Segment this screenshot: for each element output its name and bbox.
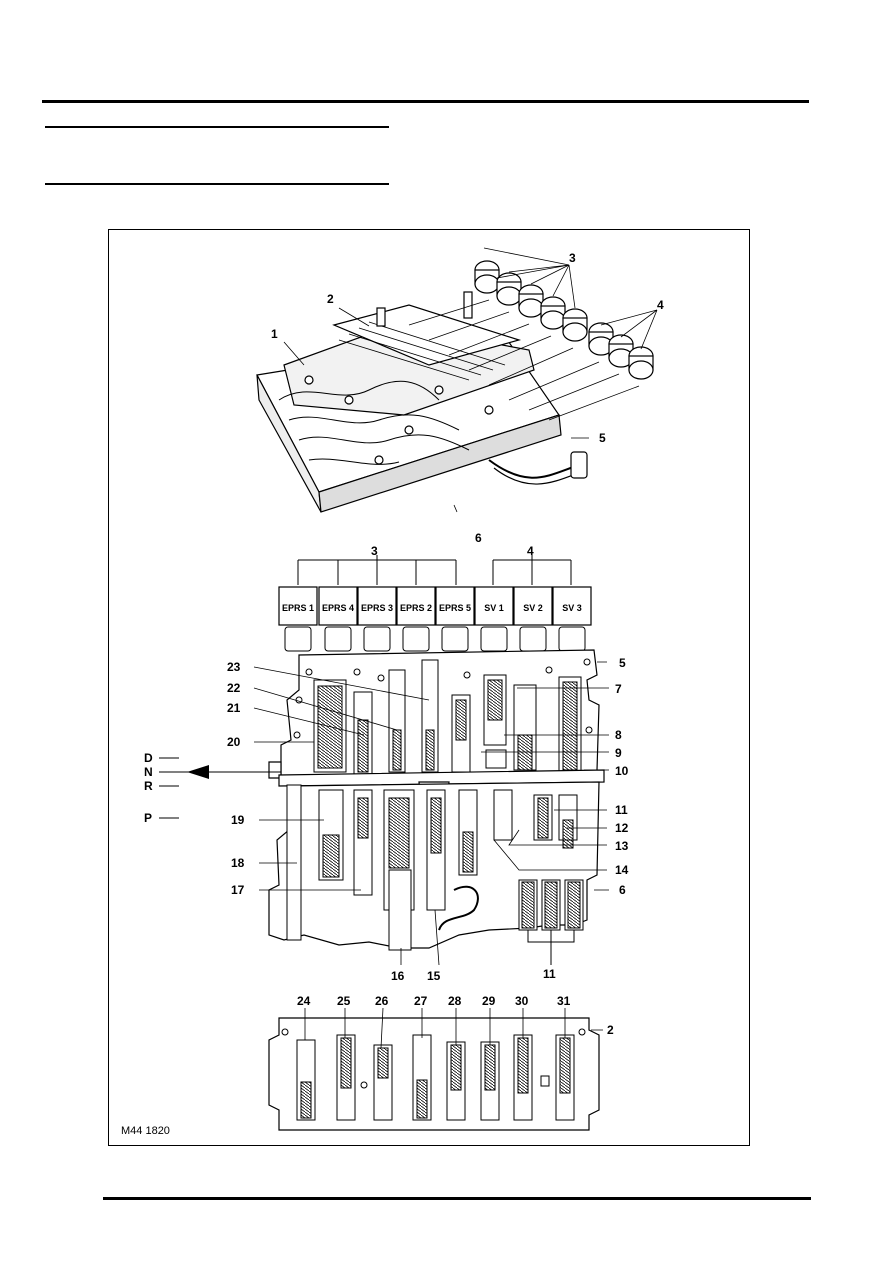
callout-24: 24 [297, 994, 311, 1008]
callout-2b: 2 [607, 1023, 614, 1037]
upper-plate-holes [293, 658, 593, 739]
label-eprs-3: EPRS 3 [361, 603, 393, 613]
callout-26: 26 [375, 994, 389, 1008]
upper-valve-bores [313, 659, 582, 775]
exploded-solenoids [474, 260, 654, 380]
gear-D: D [144, 751, 153, 765]
callout-6b: 6 [619, 883, 626, 897]
label-eprs-5: EPRS 5 [439, 603, 471, 613]
middle-callouts-right: 5 7 8 9 10 11 12 13 14 6 [615, 656, 629, 897]
solenoid-sv-2 [513, 586, 553, 626]
callout-2: 2 [327, 292, 334, 306]
bottom-valve-plate [268, 1017, 600, 1131]
footer-rule [103, 1197, 811, 1200]
top-callouts: 1 2 3 4 5 6 [271, 251, 664, 545]
figure-reference: M44 1820 [121, 1125, 170, 1137]
callout-15: 15 [427, 969, 441, 983]
callout-13: 13 [615, 839, 629, 853]
callout-4: 4 [657, 298, 664, 312]
callout-29: 29 [482, 994, 496, 1008]
callout-28: 28 [448, 994, 462, 1008]
callout-eprs-group: 3 [371, 544, 378, 558]
callout-6: 6 [475, 531, 482, 545]
label-eprs-2: EPRS 2 [400, 603, 432, 613]
label-eprs-1: EPRS 1 [282, 603, 314, 613]
gear-selector: D N R P [144, 751, 281, 825]
callout-20: 20 [227, 735, 241, 749]
lower-channel-curve [438, 885, 479, 931]
callout-17: 17 [231, 883, 245, 897]
bottom-callouts: 24 25 26 27 28 29 30 31 2 [297, 994, 614, 1037]
label-sv-2: SV 2 [523, 603, 543, 613]
callout-9: 9 [615, 746, 622, 760]
gear-N: N [144, 765, 153, 779]
gear-R: R [144, 779, 153, 793]
label-sv-1: SV 1 [484, 603, 504, 613]
solenoid-labels: EPRS 1 EPRS 4 EPRS 3 EPRS 2 EPRS 5 SV 1 … [282, 603, 582, 613]
callout-27: 27 [414, 994, 428, 1008]
header-rule-short-bottom [45, 183, 389, 185]
solenoid-eprs-3 [357, 586, 397, 626]
solenoid-brackets [297, 555, 572, 585]
solenoid-eprs-2 [396, 586, 436, 626]
isometric-valve-body [256, 291, 588, 513]
valve-body-figure: 1 2 3 4 5 6 3 4 [108, 229, 750, 1146]
callout-16: 16 [391, 969, 405, 983]
callout-25: 25 [337, 994, 351, 1008]
header-rule-full [42, 100, 809, 103]
callout-3: 3 [569, 251, 576, 265]
callout-19: 19 [231, 813, 245, 827]
callout-21: 21 [227, 701, 241, 715]
callout-8: 8 [615, 728, 622, 742]
valve-body-drawing: 1 2 3 4 5 6 3 4 [144, 247, 664, 1131]
solenoid-row [278, 586, 592, 652]
callout-23: 23 [227, 660, 241, 674]
solenoid-sv-1 [474, 586, 514, 626]
top-leader-lines [283, 247, 658, 513]
callout-7: 7 [615, 682, 622, 696]
header-rule-short-top [45, 126, 389, 128]
callout-5b: 5 [619, 656, 626, 670]
label-eprs-4: EPRS 4 [322, 603, 354, 613]
solenoid-eprs-5 [435, 586, 475, 626]
callout-sv-group: 4 [527, 544, 534, 558]
solenoid-eprs-1 [278, 586, 318, 626]
solenoid-sv-3 [552, 586, 592, 626]
middle-callouts-bottom: 16 15 11 [391, 967, 556, 983]
callout-18: 18 [231, 856, 245, 870]
gear-P: P [144, 811, 152, 825]
lower-spring-trio [518, 879, 584, 965]
callout-22: 22 [227, 681, 241, 695]
middle-leader-lines [253, 661, 609, 966]
callout-30: 30 [515, 994, 529, 1008]
callout-1: 1 [271, 327, 278, 341]
callout-12: 12 [615, 821, 629, 835]
middle-callouts-left: 23 22 21 20 19 18 17 [227, 660, 245, 897]
callout-10: 10 [615, 764, 629, 778]
callout-31: 31 [557, 994, 571, 1008]
lower-valve-bores [286, 784, 578, 951]
callout-5: 5 [599, 431, 606, 445]
callout-14: 14 [615, 863, 629, 877]
bottom-leader-lines [304, 1007, 603, 1049]
callout-11: 11 [615, 803, 628, 817]
solenoid-eprs-4 [318, 586, 358, 626]
bottom-valve-bores [281, 1028, 586, 1121]
callout-11b: 11 [543, 967, 556, 981]
label-sv-3: SV 3 [562, 603, 582, 613]
